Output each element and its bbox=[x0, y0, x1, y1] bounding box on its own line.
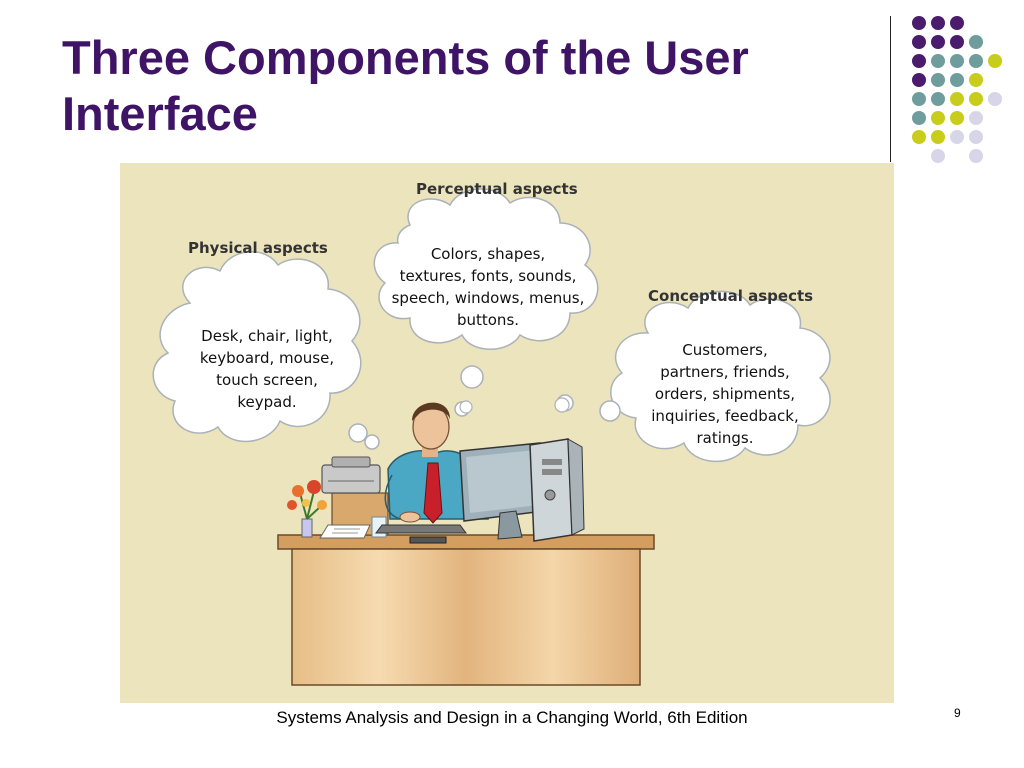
flower-vase bbox=[287, 480, 327, 538]
physical-thought-cloud bbox=[152, 251, 380, 450]
illustration-drawing bbox=[152, 188, 831, 686]
decor-dot bbox=[950, 111, 964, 125]
decor-dot bbox=[969, 130, 983, 144]
decor-dot bbox=[931, 92, 945, 106]
perceptual-aspects-heading: Perceptual aspects bbox=[416, 180, 578, 198]
decor-dot bbox=[912, 73, 926, 87]
decor-dot bbox=[912, 111, 926, 125]
decor-dot bbox=[912, 35, 926, 49]
decor-dot bbox=[950, 54, 964, 68]
decor-dot bbox=[950, 35, 964, 49]
monitor bbox=[459, 442, 545, 540]
decor-dot bbox=[988, 92, 1002, 106]
pc-tower bbox=[529, 438, 585, 542]
physical-aspects-text: Desk, chair, light, keyboard, mouse, tou… bbox=[199, 327, 335, 411]
papers bbox=[319, 524, 371, 539]
conceptual-aspects-heading: Conceptual aspects bbox=[648, 287, 814, 305]
decor-dot bbox=[931, 54, 945, 68]
mouse bbox=[409, 536, 447, 544]
decor-dot bbox=[912, 130, 926, 144]
conceptual-aspects-text: Customers, partners, friends, orders, sh… bbox=[651, 341, 799, 447]
decorative-dot-grid bbox=[900, 10, 1020, 170]
decor-dot bbox=[931, 130, 945, 144]
decor-dot bbox=[931, 111, 945, 125]
slide-footer: Systems Analysis and Design in a Changin… bbox=[0, 708, 1024, 728]
title-divider-line bbox=[890, 16, 891, 162]
decor-dot bbox=[969, 149, 983, 163]
decor-dot bbox=[931, 35, 945, 49]
decor-dot bbox=[969, 111, 983, 125]
decor-dot bbox=[931, 16, 945, 30]
decor-dot bbox=[950, 73, 964, 87]
printer bbox=[321, 456, 381, 494]
decor-dot bbox=[950, 16, 964, 30]
decor-dot bbox=[912, 54, 926, 68]
decor-dot bbox=[912, 16, 926, 30]
decor-dot bbox=[950, 92, 964, 106]
keyboard bbox=[375, 524, 467, 534]
decor-dot bbox=[969, 54, 983, 68]
perceptual-thought-cloud bbox=[373, 188, 599, 417]
thought-puffs bbox=[459, 397, 570, 414]
decor-dot bbox=[950, 130, 964, 144]
decor-dot bbox=[969, 73, 983, 87]
decor-dot bbox=[969, 92, 983, 106]
decor-dot bbox=[931, 73, 945, 87]
decor-dot bbox=[969, 35, 983, 49]
page-number: 9 bbox=[954, 706, 961, 720]
decor-dot bbox=[931, 149, 945, 163]
decor-dot bbox=[988, 54, 1002, 68]
decor-dot bbox=[912, 92, 926, 106]
perceptual-aspects-text: Colors, shapes, textures, fonts, sounds,… bbox=[391, 245, 585, 329]
slide-title: Three Components of the User Interface bbox=[62, 31, 749, 140]
physical-aspects-heading: Physical aspects bbox=[188, 239, 328, 257]
desk bbox=[277, 534, 655, 686]
footer-text: Systems Analysis and Design in a Changin… bbox=[276, 708, 748, 727]
user-interface-illustration: Physical aspects Perceptual aspects Conc… bbox=[120, 163, 894, 703]
